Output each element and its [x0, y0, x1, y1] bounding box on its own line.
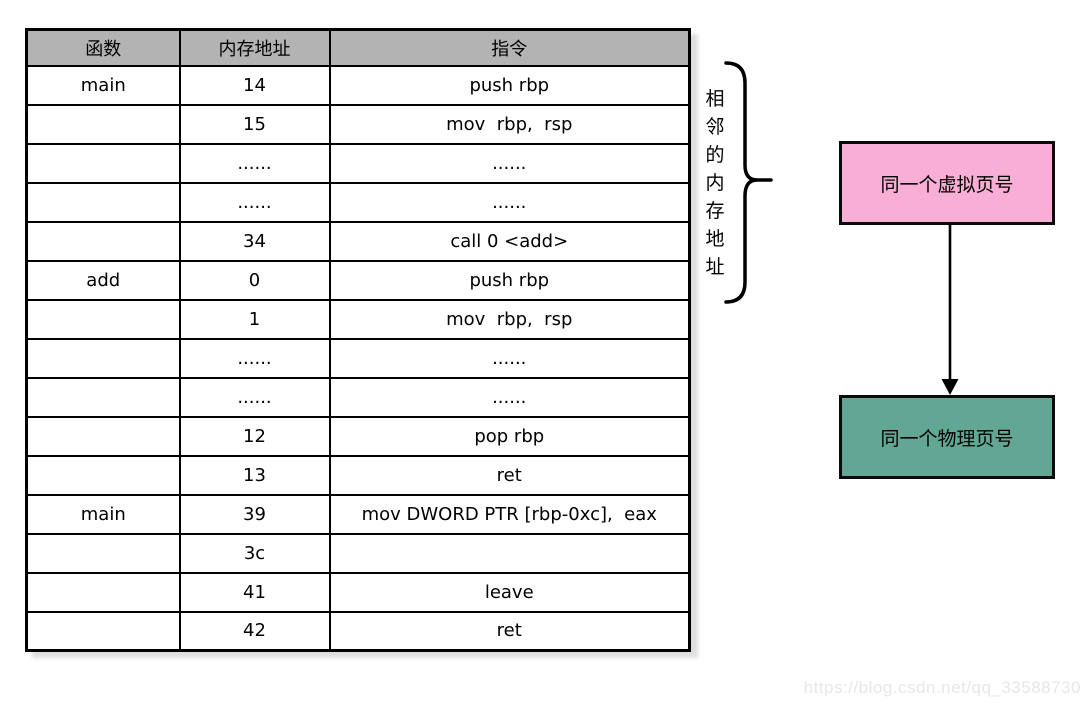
cell-function: [25, 571, 181, 613]
cell-address: ......: [178, 142, 331, 184]
cell-instruction: ......: [328, 142, 691, 184]
table-row: ...... ......: [25, 337, 691, 379]
cell-function: [25, 532, 181, 574]
cell-function: [25, 142, 181, 184]
cell-function: [25, 298, 181, 340]
cell-address: 15: [178, 103, 331, 145]
cell-address: 0: [178, 259, 331, 301]
table-row: 15 mov rbp, rsp: [25, 103, 691, 145]
instruction-table: 函数 内存地址 指令 main 14 push rbp 15 mov rbp, …: [25, 28, 691, 652]
table-row: main 39 mov DWORD PTR [rbp-0xc], eax: [25, 493, 691, 535]
cell-address: 3c: [178, 532, 331, 574]
table-row: main 14 push rbp: [25, 64, 691, 106]
cell-function: [25, 220, 181, 262]
cell-instruction: ret: [328, 454, 691, 496]
cell-function: [25, 454, 181, 496]
cell-instruction: push rbp: [328, 259, 691, 301]
cell-address: 14: [178, 64, 331, 106]
table-row: 3c: [25, 532, 691, 574]
cell-address: 13: [178, 454, 331, 496]
instruction-table-body: main 14 push rbp 15 mov rbp, rsp ...... …: [25, 64, 691, 652]
cell-instruction: call 0 <add>: [328, 220, 691, 262]
cell-function: main: [25, 493, 181, 535]
table-row: 1 mov rbp, rsp: [25, 298, 691, 340]
cell-instruction: leave: [328, 571, 691, 613]
cell-address: 41: [178, 571, 331, 613]
cell-function: [25, 610, 181, 652]
table-header-row: 函数 内存地址 指令: [25, 28, 691, 67]
cell-instruction: mov DWORD PTR [rbp-0xc], eax: [328, 493, 691, 535]
cell-address: 39: [178, 493, 331, 535]
cell-instruction: mov rbp, rsp: [328, 103, 691, 145]
header-instruction: 指令: [328, 28, 691, 67]
cell-address: ......: [178, 337, 331, 379]
cell-function: [25, 181, 181, 223]
cell-instruction: mov rbp, rsp: [328, 298, 691, 340]
table-row: add 0 push rbp: [25, 259, 691, 301]
cell-function: [25, 376, 181, 418]
cell-function: [25, 337, 181, 379]
cell-instruction: pop rbp: [328, 415, 691, 457]
cell-instruction: ......: [328, 181, 691, 223]
table-row: ...... ......: [25, 142, 691, 184]
brace-icon: [724, 61, 773, 304]
physical-page-box: 同一个物理页号: [839, 395, 1055, 479]
table-row: 41 leave: [25, 571, 691, 613]
watermark-url: https://blog.csdn.net/qq_33588730: [803, 678, 1081, 697]
cell-address: ......: [178, 376, 331, 418]
adjacent-address-label: 相邻的内存地址: [705, 88, 725, 278]
virtual-page-box: 同一个虚拟页号: [839, 141, 1055, 225]
header-function: 函数: [25, 28, 181, 67]
table-row: 13 ret: [25, 454, 691, 496]
cell-instruction: ret: [328, 610, 691, 652]
cell-instruction: ......: [328, 376, 691, 418]
cell-instruction: [328, 532, 691, 574]
cell-address: 42: [178, 610, 331, 652]
table-row: 34 call 0 <add>: [25, 220, 691, 262]
physical-page-label: 同一个物理页号: [880, 427, 1014, 450]
cell-address: 12: [178, 415, 331, 457]
cell-function: [25, 103, 181, 145]
cell-address: 1: [178, 298, 331, 340]
table-row: 42 ret: [25, 610, 691, 652]
cell-address: ......: [178, 181, 331, 223]
table-row: 12 pop rbp: [25, 415, 691, 457]
virtual-page-label: 同一个虚拟页号: [880, 173, 1014, 196]
cell-function: main: [25, 64, 181, 106]
cell-address: 34: [178, 220, 331, 262]
header-memory-address: 内存地址: [178, 28, 331, 67]
table-row: ...... ......: [25, 376, 691, 418]
table-row: ...... ......: [25, 181, 691, 223]
cell-instruction: ......: [328, 337, 691, 379]
cell-instruction: push rbp: [328, 64, 691, 106]
down-arrow-icon: [941, 224, 959, 395]
cell-function: [25, 415, 181, 457]
cell-function: add: [25, 259, 181, 301]
